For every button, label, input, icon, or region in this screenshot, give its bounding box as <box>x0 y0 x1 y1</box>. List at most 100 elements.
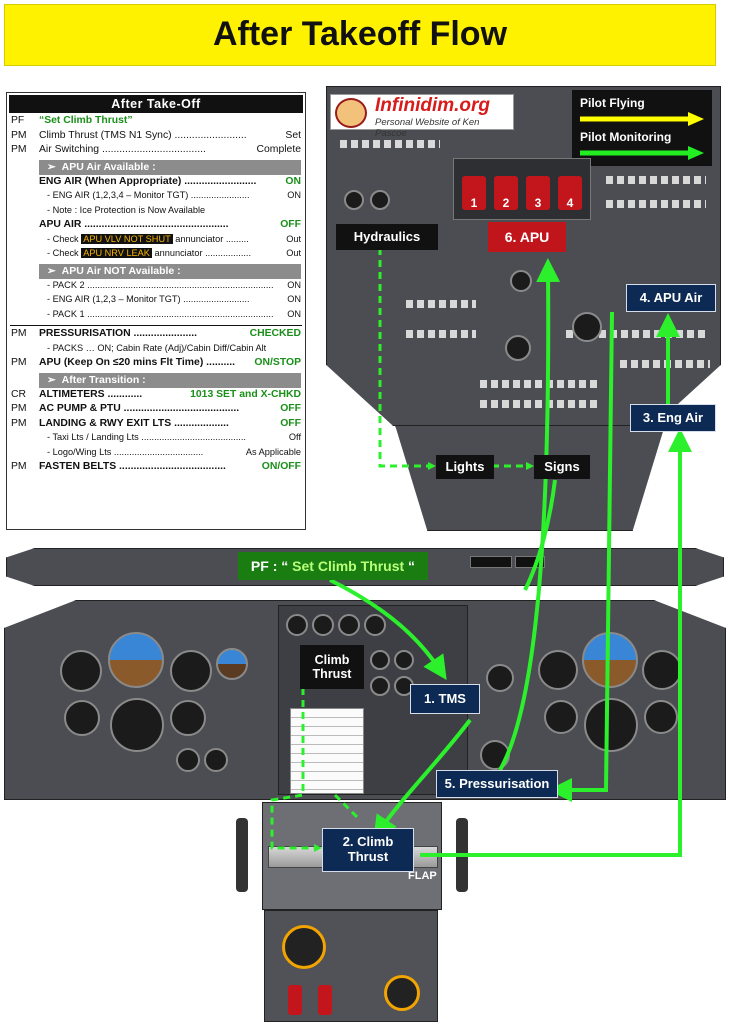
overhead-switch-row <box>566 330 706 338</box>
checklist-row: PF“Set Climb Thrust” <box>7 115 305 130</box>
fire-handle-4[interactable]: 4 <box>558 176 582 210</box>
fire-handle-2[interactable]: 2 <box>494 176 518 210</box>
arrow-bullet-icon: ➢ <box>47 374 62 386</box>
signs-label: Signs <box>534 455 590 479</box>
checklist-item-text: AC PUMP & PTU ..........................… <box>39 403 280 414</box>
checklist-item-label: - Note : Ice Protection is Now Available <box>47 204 206 215</box>
checklist-item-label: APU (Keep On ≤20 mins Flt Time) ........… <box>39 357 236 368</box>
page-title: After Takeoff Flow <box>212 15 508 53</box>
checklist-item-text: - Check APU VLV NOT SHUT annunciator ...… <box>39 233 286 244</box>
checklist-row: - Taxi Lts / Landing Lts ...............… <box>7 432 305 447</box>
checklist-item-text: LANDING & RWY EXIT LTS .................… <box>39 418 280 429</box>
legend: Pilot Flying Pilot Monitoring <box>572 90 712 166</box>
checklist-item-text: - Logo/Wing Lts ........................… <box>39 447 246 457</box>
red-guard-switch[interactable] <box>318 985 332 1015</box>
checklist-row: - Note : Ice Protection is Now Available <box>7 205 305 220</box>
checklist-item-text: ENG AIR (When Appropriate) .............… <box>39 176 285 187</box>
checklist-row: - Check APU NRV LEAK annunciator .......… <box>7 248 305 263</box>
checklist-item-value: OFF <box>280 403 301 414</box>
airspeed-indicator <box>60 650 102 692</box>
checklist-role: PM <box>11 461 27 472</box>
checklist-item-text: - PACKS … ON; Cabin Rate (Adj)/Cabin Dif… <box>39 343 301 353</box>
rmi-indicator <box>64 700 100 736</box>
checklist-item-value: OFF <box>280 417 301 429</box>
apu-air-step-4-label: 4. APU Air <box>626 284 716 312</box>
checklist-role: PM <box>11 357 27 368</box>
fire-handle-1[interactable]: 1 <box>462 176 486 210</box>
checklist-item-text: - PACK 2 ...............................… <box>39 280 287 290</box>
checklist-item-label: - ENG AIR (1,2,3,4 – Monitor TGT) ......… <box>47 190 250 200</box>
checklist-row: - Logo/Wing Lts ........................… <box>7 447 305 462</box>
checklist-item-label: - Taxi Lts / Landing Lts ...............… <box>47 432 246 442</box>
checklist-item-text: FASTEN BELTS ...........................… <box>39 461 262 472</box>
overhead-gauge <box>344 190 364 210</box>
fo-hsi-indicator <box>584 698 638 752</box>
checklist-role: PM <box>11 144 27 155</box>
checklist-item-value: ON <box>287 190 301 200</box>
checklist-item-label: PRESSURISATION ...................... <box>39 328 197 339</box>
fo-attitude-indicator <box>582 632 638 688</box>
checklist-item-text: APU AIR ................................… <box>39 219 280 230</box>
checklist-row: - ENG AIR (1,2,3 – Monitor TGT) ........… <box>7 294 305 309</box>
pf-call-prefix: PF : “ <box>250 557 293 574</box>
checklist-item-value: Off <box>288 432 301 442</box>
checklist-item-value: Out <box>286 233 301 244</box>
checklist-item-prefix: - Check <box>47 248 79 258</box>
checklist-row: - PACKS … ON; Cabin Rate (Adj)/Cabin Dif… <box>7 343 305 358</box>
checklist-item-text: ALTIMETERS ............ <box>39 389 190 400</box>
fo-vsi-indicator <box>544 700 578 734</box>
checklist-item-value: ON <box>285 175 301 187</box>
checklist-row: APU AIR ................................… <box>7 219 305 234</box>
checklist-item-text: Air Switching ..........................… <box>39 144 257 155</box>
checklist-section-title: After Transition : <box>61 374 146 386</box>
title-banner: After Takeoff Flow <box>4 4 716 66</box>
checklist-item-label: LANDING & RWY EXIT LTS .................… <box>39 417 229 429</box>
pedestal-knob[interactable] <box>282 925 326 969</box>
checklist-row: - Check APU VLV NOT SHUT annunciator ...… <box>7 233 305 249</box>
checklist-item-value: OFF <box>280 219 301 230</box>
checklist-item-value: Set <box>285 129 301 141</box>
checklist-item-label: - ENG AIR (1,2,3 – Monitor TGT) ........… <box>47 294 250 304</box>
checklist-item-label: - PACK 2 ...............................… <box>47 279 274 290</box>
checklist-item-prefix: - Check <box>47 233 79 244</box>
annunciator-badge: APU NRV LEAK <box>81 248 152 258</box>
pressurisation-step-5-label: 5. Pressurisation <box>436 770 558 798</box>
overhead-switch-row <box>340 140 440 148</box>
pf-climb-thrust-call: PF : “ Set Climb Thrust “ <box>238 552 428 580</box>
overhead-switch-row <box>606 176 706 184</box>
overhead-gauge <box>505 335 531 361</box>
fire-handle-3[interactable]: 3 <box>526 176 550 210</box>
checklist-item-value: ON/OFF <box>261 461 301 472</box>
overhead-switch-row <box>480 380 600 388</box>
checklist-row: PM FASTEN BELTS .........................… <box>7 461 305 476</box>
climb-thrust-label: Climb Thrust <box>300 645 364 689</box>
checklist-section-title: APU Air Available : <box>61 161 156 173</box>
checklist-item-label: ALTIMETERS ............ <box>39 388 143 400</box>
checklist-item-label: ENG AIR (When Appropriate) .............… <box>39 175 257 187</box>
checklist-item-label: FASTEN BELTS ...........................… <box>39 461 226 472</box>
red-guard-switch[interactable] <box>288 985 302 1015</box>
overhead-switch-row <box>620 360 710 368</box>
cabin-altitude-gauge <box>572 312 602 342</box>
hsi-indicator <box>110 698 164 752</box>
checklist-item-text: PRESSURISATION ...................... <box>39 328 250 339</box>
pf-call-text: Set Climb Thrust <box>292 557 405 574</box>
checklist-item-label: Air Switching ..........................… <box>39 144 206 155</box>
flight-data-card <box>290 708 364 794</box>
engine-gauge <box>370 650 390 670</box>
engine-gauge <box>486 664 514 692</box>
standby-gauge <box>176 748 200 772</box>
fo-altimeter <box>642 650 682 690</box>
checklist-item-text: - PACK 1 ...............................… <box>39 309 287 319</box>
pedestal-knob[interactable] <box>384 975 420 1011</box>
checklist-item-label: annunciator ......... <box>175 233 249 244</box>
checklist-item-value: ON/STOP <box>254 357 301 368</box>
checklist-item-text: APU (Keep On ≤20 mins Flt Time) ........… <box>39 357 254 368</box>
checklist-row: - PACK 1 ...............................… <box>7 309 305 324</box>
checklist-item-value: CHECKED <box>249 328 301 339</box>
checklist-item-value: ON <box>287 308 301 319</box>
